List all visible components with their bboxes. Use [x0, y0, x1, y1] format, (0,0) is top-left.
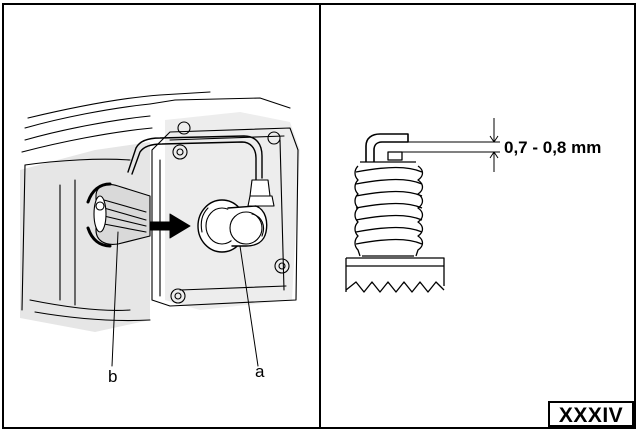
callout-label-b: b — [108, 367, 117, 386]
bolt-icons — [95, 121, 290, 304]
spark-plug-cap — [249, 179, 271, 197]
plug-thread-body — [356, 162, 420, 256]
ignition-lead — [127, 135, 263, 179]
gap-dimension-label: 0,7 - 0,8 mm — [504, 138, 601, 157]
center-electrode — [387, 151, 403, 161]
direction-arrow-icon — [149, 213, 191, 239]
figure-number-box — [548, 401, 634, 427]
leader-line-b — [111, 231, 119, 367]
figure-number: XXXIV — [559, 404, 623, 427]
plug-base-block — [346, 257, 445, 286]
right-panel-spark-plug-gap — [345, 118, 500, 293]
left-panel-engine-illustration — [20, 91, 300, 367]
ground-electrode — [365, 133, 409, 162]
leader-line-a — [239, 245, 259, 367]
callout-label-a: a — [255, 362, 265, 381]
